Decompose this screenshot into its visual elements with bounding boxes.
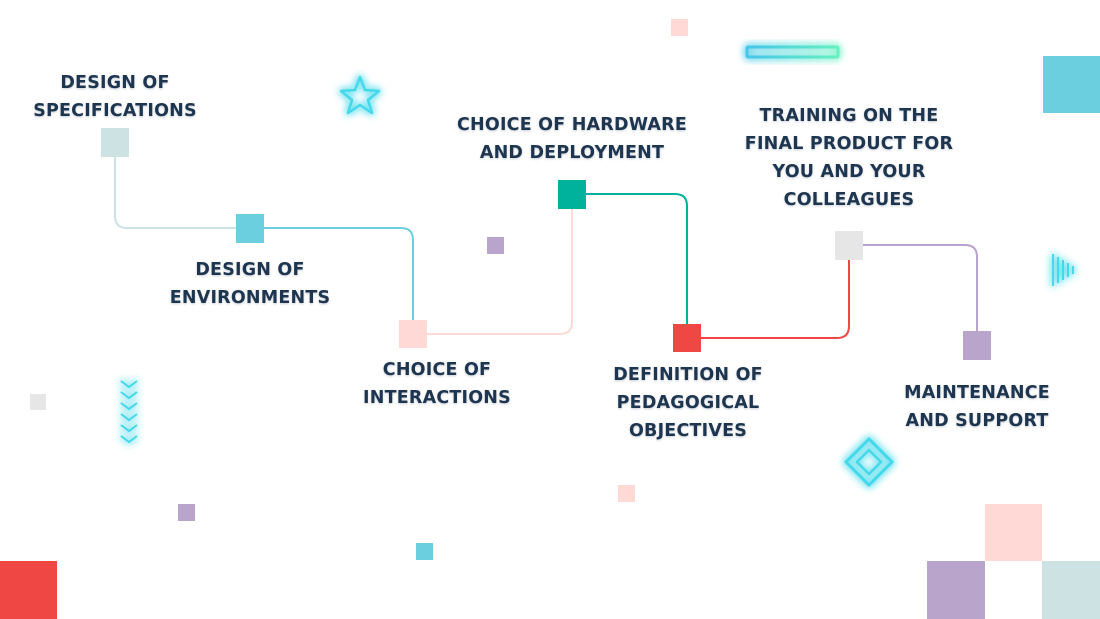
bg-square [671,19,688,36]
label-maintenance: MAINTENANCE AND SUPPORT [904,379,1050,435]
label-design-of-specifications: DESIGN OF SPECIFICATIONS [33,69,197,125]
bg-square [487,237,504,254]
label-line: YOU AND YOUR [772,162,926,182]
node-design-of-environments [236,214,264,243]
label-line: FINAL PRODUCT FOR [744,134,954,154]
label-line: DESIGN OF [195,260,305,280]
node-choice-of-hardware [558,180,586,209]
bg-square [1043,56,1100,113]
label-line: DEFINITION OF [613,365,763,385]
chevrons-icon [120,380,138,444]
bar-icon [745,45,840,59]
connector-objectives-to-training [687,245,850,339]
label-line: DESIGN OF [60,73,170,93]
node-maintenance [963,331,991,360]
bg-square [0,561,57,619]
label-definition-of-objectives: DEFINITION OF PEDAGOGICAL OBJECTIVES [613,361,763,445]
label-line: CHOICE OF [382,360,492,380]
node-design-of-specifications [101,128,129,157]
bg-square [927,561,985,619]
bg-square [416,543,433,560]
bg-square [985,504,1042,561]
connector-hardware-to-objectives [572,193,688,338]
star-icon [339,75,381,115]
connector-interactions-to-hardware [413,194,573,335]
label-line: MAINTENANCE [904,383,1050,403]
label-line: ENVIRONMENTS [169,288,331,308]
background-squares [0,19,1100,619]
label-design-of-environments: DESIGN OF ENVIRONMENTS [170,256,331,312]
triangle-icon [1052,254,1074,286]
label-line: COLLEAGUES [783,190,915,210]
diamond-icon [843,436,895,488]
label-choice-of-interactions: CHOICE OF INTERACTIONS [363,356,511,412]
label-line: CHOICE OF HARDWARE [457,115,687,135]
label-line: PEDAGOGICAL [616,393,760,413]
label-choice-of-hardware: CHOICE OF HARDWARE AND DEPLOYMENT [457,111,687,167]
node-definition-of-objectives [673,324,701,352]
label-line: INTERACTIONS [363,388,511,408]
connector-specs-to-environments [114,156,250,229]
bg-square [178,504,195,521]
node-training [835,231,863,260]
connector-training-to-maintenance [849,244,978,345]
label-line: OBJECTIVES [628,421,748,441]
label-training: TRAINING ON THE FINAL PRODUCT FOR YOU AN… [745,102,953,214]
label-line: SPECIFICATIONS [33,101,197,121]
bg-square [618,485,635,502]
step-nodes [101,128,991,360]
label-line: AND DEPLOYMENT [479,143,665,163]
label-line: AND SUPPORT [905,411,1049,431]
label-line: TRAINING ON THE [759,106,939,126]
node-choice-of-interactions [399,320,427,348]
connector-environments-to-interactions [250,227,414,334]
bg-square [1042,561,1100,619]
connectors [114,156,978,345]
bg-square [30,394,46,410]
